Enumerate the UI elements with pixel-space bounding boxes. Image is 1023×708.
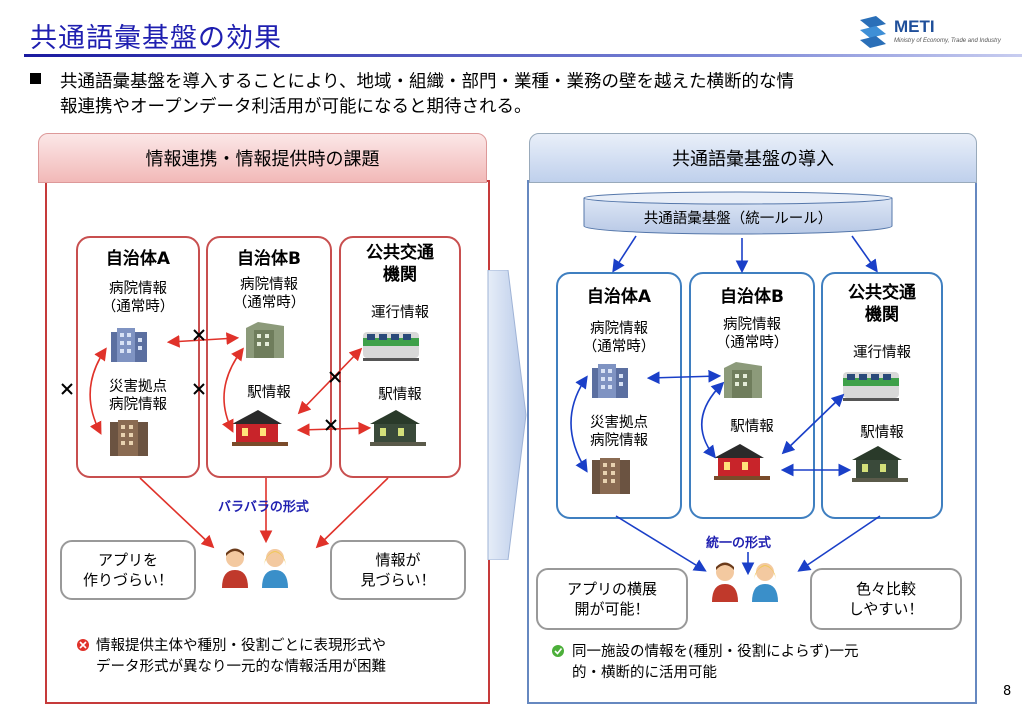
page-number: 8 (1003, 684, 1012, 699)
right-format-caption: 統一の形式 (706, 536, 772, 551)
left-panel-header: 情報連携・情報提供時の課題 (38, 133, 487, 183)
user-icon (262, 549, 288, 588)
hospital-building-icon (111, 328, 147, 362)
disaster-hospital-building-icon (110, 420, 148, 456)
bullet-text-line2: 報連携やオープンデータ利活用が可能になると期待される。 (60, 97, 532, 117)
org-b-hospital-label: 病院情報 （通常時） (232, 277, 306, 311)
page-title: 共通語彙基盤の効果 (30, 23, 282, 54)
org-c-name: 公共交通 機関 (366, 243, 434, 285)
user-icon (712, 562, 738, 602)
x-mark-icon (329, 371, 341, 383)
org-a-hospital-label: 病院情報 （通常時） (582, 321, 656, 355)
right-bubble-app: アプリの横展 開が可能！ (536, 568, 688, 630)
org-c-operation-label: 運行情報 (853, 345, 911, 361)
station-icon (714, 444, 770, 480)
train-icon (843, 372, 899, 401)
left-bubble-view: 情報が 見づらい！ (330, 540, 466, 600)
org-b-name: 自治体B (720, 287, 784, 307)
station-icon (232, 410, 288, 446)
org-c-name: 公共交通 機関 (848, 283, 916, 325)
vocabulary-base-cylinder (583, 191, 893, 235)
org-a-disaster-label: 災害拠点 病院情報 (109, 379, 167, 413)
right-panel-header: 共通語彙基盤の導入 (529, 133, 977, 183)
org-c-station-label: 駅情報 (378, 387, 422, 403)
org-c-station-label: 駅情報 (860, 425, 904, 441)
org-a-name: 自治体A (105, 249, 171, 269)
left-format-caption: バラバラの形式 (218, 500, 309, 515)
org-c-operation-label: 運行情報 (371, 305, 429, 321)
user-icon (222, 548, 248, 588)
transition-arrow-icon (487, 270, 527, 560)
org-b-station-label: 駅情報 (730, 419, 774, 435)
hospital-building-icon (246, 322, 284, 358)
meti-logo-mark-icon (860, 16, 886, 48)
user-icon (752, 563, 778, 602)
x-mark-icon (61, 383, 73, 395)
title-underline (24, 54, 1022, 57)
right-bubble-compare: 色々比較 しやすい！ (810, 568, 962, 630)
station-icon (852, 446, 908, 482)
cylinder-label: 共通語彙基盤（統一ルール） (643, 211, 833, 227)
train-icon (363, 332, 419, 361)
bullet-square-icon (30, 73, 41, 84)
check-icon (552, 645, 564, 657)
org-a-name: 自治体A (586, 287, 652, 307)
hospital-building-icon (592, 364, 628, 398)
logo-text: METI (894, 17, 935, 36)
disaster-hospital-building-icon (592, 458, 630, 494)
org-b-station-label: 駅情報 (247, 385, 291, 401)
error-icon (77, 639, 89, 651)
left-note: 情報提供主体や種別・役割ごとに表現形式や データ形式が異なり一元的な情報活用が困… (96, 638, 386, 675)
hospital-building-icon (724, 362, 762, 398)
right-note: 同一施設の情報を(種別・役割によらず)一元 的・横断的に活用可能 (572, 644, 859, 681)
org-b-hospital-label: 病院情報 （通常時） (715, 317, 789, 351)
org-a-hospital-label: 病院情報 （通常時） (101, 281, 175, 315)
x-mark-icon (325, 419, 337, 431)
org-b-name: 自治体B (237, 249, 301, 269)
meti-logo: METI Ministry of Economy, Trade and Indu… (856, 14, 1016, 50)
station-icon (370, 410, 426, 446)
org-a-disaster-label: 災害拠点 病院情報 (590, 415, 648, 449)
left-bubble-app: アプリを 作りづらい！ (60, 540, 196, 600)
x-mark-icon (193, 329, 205, 341)
bullet-text-line1: 共通語彙基盤を導入することにより、地域・組織・部門・業種・業務の壁を越えた横断的… (60, 72, 794, 92)
x-mark-icon (193, 383, 205, 395)
logo-subtext: Ministry of Economy, Trade and Industry (894, 38, 1001, 44)
